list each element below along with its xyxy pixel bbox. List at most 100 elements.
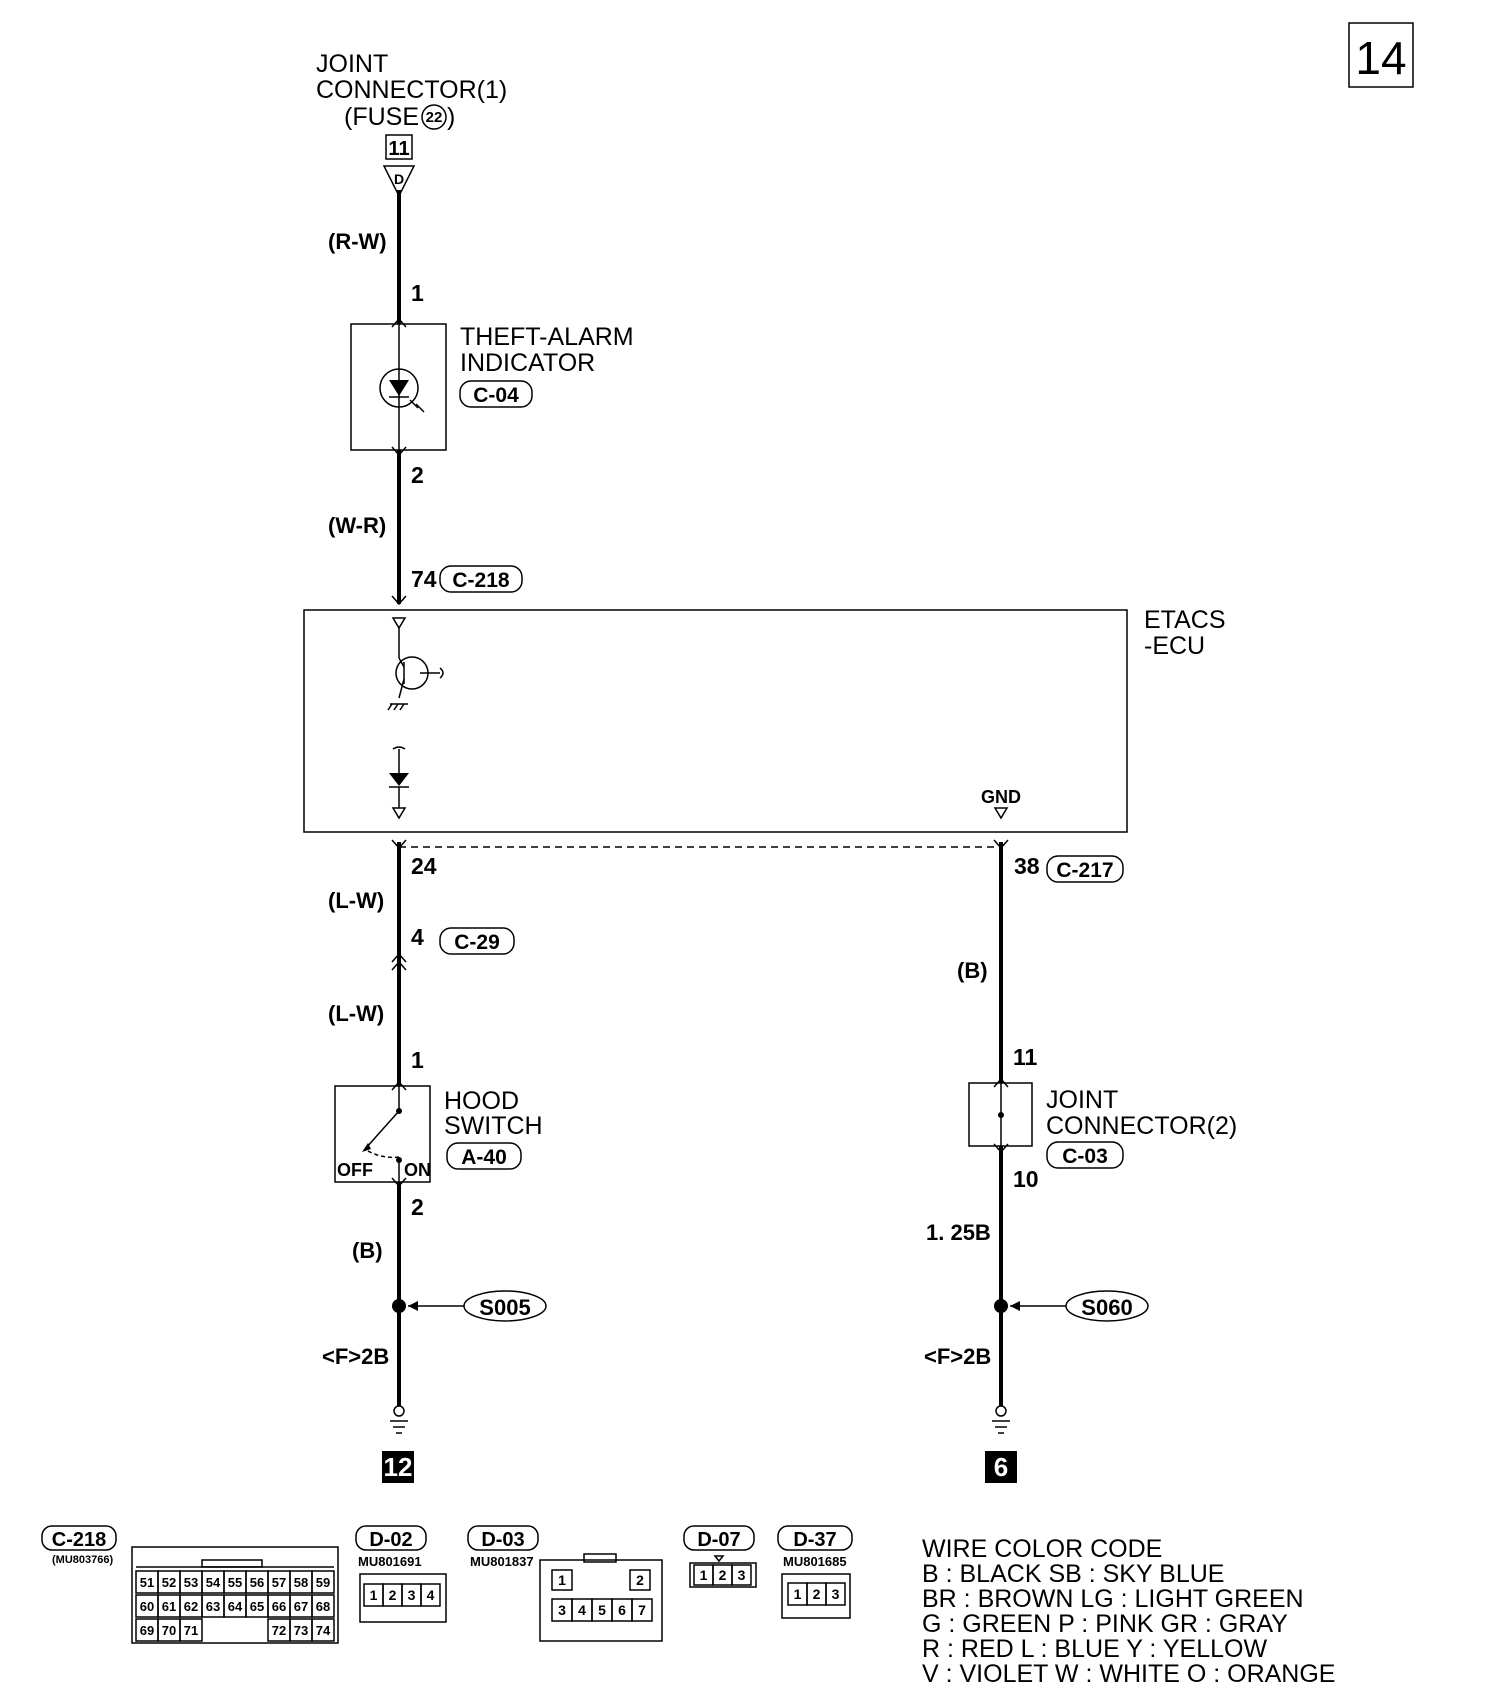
svg-text:D-02: D-02 <box>369 1529 412 1551</box>
wire-l-w-label-1: (L-W) <box>328 888 384 913</box>
c29-connector: C-29 <box>454 931 500 954</box>
d02-pin-1-label: 1 <box>370 1587 378 1603</box>
c218-pin-62-label: 62 <box>184 1599 198 1614</box>
wire-f2b-right-label: <F>2B <box>924 1344 991 1369</box>
c218-pin-66-label: 66 <box>272 1599 286 1614</box>
hood-switch-connector: A-40 <box>461 1146 507 1169</box>
hood-switch: OFF ON HOOD SWITCH A-40 <box>334 1080 543 1188</box>
joint-connector-2-connector: C-03 <box>1062 1145 1108 1168</box>
hood-switch-pin-2: 2 <box>411 1194 424 1220</box>
d03-pin-6-label: 6 <box>618 1602 626 1618</box>
c218-pin-61-label: 61 <box>162 1599 176 1614</box>
splice-s005: S005 <box>479 1295 530 1320</box>
d02-pin-3-label: 3 <box>408 1587 416 1603</box>
fuse-suffix: ) <box>447 103 455 131</box>
c218-pin-59-label: 59 <box>316 1575 330 1590</box>
d03-pin-2-label: 2 <box>636 1572 644 1588</box>
d03-pin-7-cell <box>631 1598 653 1622</box>
c218-pin-72-label: 72 <box>272 1623 286 1638</box>
c218-pin-71-label: 71 <box>184 1623 198 1638</box>
hood-switch-pin-1: 1 <box>411 1047 424 1073</box>
d02-pin-4-label: 4 <box>427 1587 435 1603</box>
hood-switch-on: ON <box>404 1160 431 1180</box>
theft-alarm-indicator: THEFT-ALARM INDICATOR C-04 <box>350 317 634 457</box>
wire-f2b-left-label: <F>2B <box>322 1344 389 1369</box>
d37-pin-3-label: 3 <box>832 1586 840 1602</box>
svg-text:(MU803766): (MU803766) <box>52 1554 113 1566</box>
joint-connector-1-pin: 11 <box>388 138 409 160</box>
fuse-number: 22 <box>426 109 443 126</box>
svg-text:C-218: C-218 <box>52 1529 106 1551</box>
theft-alarm-connector: C-04 <box>473 384 519 407</box>
d03-pin-1-cell <box>551 1569 573 1591</box>
c218-pin-71-cell <box>179 1618 203 1642</box>
svg-text:D-07: D-07 <box>697 1529 740 1551</box>
ground-point-12: 12 <box>384 1452 413 1482</box>
d37-pin-3-cell <box>825 1582 846 1606</box>
splice-s060: S060 <box>1081 1295 1132 1320</box>
d03-pin-3-label: 3 <box>558 1602 566 1618</box>
hood-switch-off: OFF <box>337 1160 373 1180</box>
svg-text:14: 14 <box>1355 32 1406 84</box>
c218-pin-73-label: 73 <box>294 1623 308 1638</box>
d03-pin-7-label: 7 <box>638 1602 646 1618</box>
wire-125b-label: 1. 25B <box>926 1220 991 1245</box>
etacs-gnd-label: GND <box>981 787 1021 807</box>
etacs-pin-38: 38 <box>1014 853 1040 879</box>
ground-point-6: 6 <box>994 1452 1008 1482</box>
etacs-ecu: ETACS -ECU GND <box>303 606 1226 833</box>
color-code-line-4: R : RED L : BLUE Y : YELLOW <box>922 1635 1267 1663</box>
wire-l-w-label-2: (L-W) <box>328 1001 384 1026</box>
c218-pin-57-label: 57 <box>272 1575 286 1590</box>
wire-w-r-label: (W-R) <box>328 513 386 538</box>
joint-connector-2-label-2: CONNECTOR(2) <box>1046 1112 1237 1140</box>
page-number: 14 <box>1348 22 1414 88</box>
color-code-line-1: B : BLACK SB : SKY BLUE <box>922 1560 1224 1588</box>
joint-connector-2-pin-10: 10 <box>1013 1166 1039 1192</box>
d03-pin-4-label: 4 <box>578 1602 586 1618</box>
c218-pin-63-label: 63 <box>206 1599 220 1614</box>
svg-text:D-37: D-37 <box>793 1529 836 1551</box>
c218-pin-51-label: 51 <box>140 1575 154 1590</box>
c218-pin-68-label: 68 <box>316 1599 330 1614</box>
etacs-connector-c217: C-217 <box>1056 859 1113 882</box>
wire-b-left-label: (B) <box>352 1238 383 1263</box>
theft-alarm-pin-1: 1 <box>411 280 424 306</box>
etacs-pin-24: 24 <box>411 853 437 879</box>
theft-alarm-label-2: INDICATOR <box>460 349 595 377</box>
joint-connector-1-line1: JOINT <box>316 50 388 78</box>
svg-text:MU801685: MU801685 <box>783 1554 847 1569</box>
hood-switch-label-2: SWITCH <box>444 1112 543 1140</box>
c29-pin: 4 <box>411 924 424 950</box>
wire-r-w-label: (R-W) <box>328 229 387 254</box>
c218-pin-59-cell <box>311 1570 335 1594</box>
c218-pin-70-label: 70 <box>162 1623 176 1638</box>
d07-pin-3-label: 3 <box>738 1567 746 1583</box>
fuse-prefix: (FUSE <box>344 103 419 131</box>
d02-pin-2-label: 2 <box>389 1587 397 1603</box>
d07-pin-1-label: 1 <box>700 1567 708 1583</box>
d37-pin-2-label: 2 <box>813 1586 821 1602</box>
joint-connector-1: JOINT CONNECTOR(1) (FUSE 22 ) 11 D <box>316 50 507 198</box>
c218-pin-52-label: 52 <box>162 1575 176 1590</box>
etacs-connector-c218: C-218 <box>452 569 510 592</box>
joint-connector-1-line2: CONNECTOR(1) <box>316 76 507 104</box>
color-code-line-3: G : GREEN P : PINK GR : GRAY <box>922 1610 1288 1638</box>
c218-pin-64-label: 64 <box>228 1599 243 1614</box>
joint-connector-1-letter: D <box>394 171 404 187</box>
c218-pin-74-cell <box>311 1618 335 1642</box>
joint-connector-2-pin-11: 11 <box>1013 1044 1038 1070</box>
etacs-pin-74: 74 <box>411 566 437 592</box>
c218-pin-54-label: 54 <box>206 1575 221 1590</box>
color-code-line-5: V : VIOLET W : WHITE O : ORANGE <box>922 1660 1335 1688</box>
d37-pin-1-label: 1 <box>794 1586 802 1602</box>
joint-connector-2: JOINT CONNECTOR(2) C-03 <box>968 1077 1237 1169</box>
d03-pin-5-label: 5 <box>598 1602 606 1618</box>
svg-text:MU801691: MU801691 <box>358 1554 422 1569</box>
svg-text:D-03: D-03 <box>481 1529 524 1551</box>
joint-connector-2-label-1: JOINT <box>1046 1086 1118 1114</box>
d07-pin-2-label: 2 <box>719 1567 727 1583</box>
c218-pin-56-label: 56 <box>250 1575 264 1590</box>
